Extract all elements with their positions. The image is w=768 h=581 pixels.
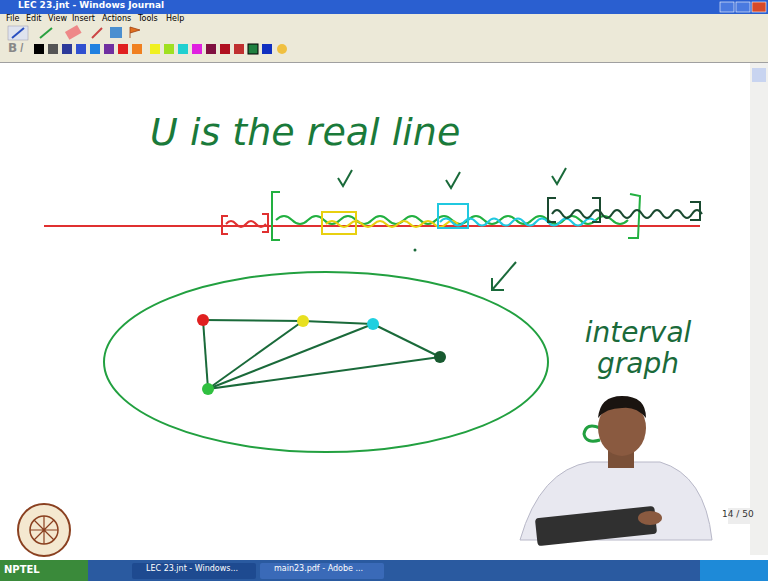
check-marks: [338, 168, 566, 188]
window-title: LEC 23.jnt - Windows Journal: [18, 1, 164, 11]
partial-handwriting: [584, 426, 600, 441]
page-counter: 14 / 50: [722, 510, 754, 520]
task-button: [260, 563, 384, 579]
menu-item: Tools: [138, 15, 158, 24]
brand-name: NPTEL: [4, 564, 40, 575]
presenter: [520, 396, 712, 546]
menu-item: Insert: [72, 15, 95, 24]
title-bar: [0, 0, 768, 14]
minimize-button: [720, 2, 734, 12]
scroll-thumb: [752, 68, 766, 82]
graph-vertices: [197, 314, 446, 395]
color-palette: [34, 44, 287, 54]
menu-item: Help: [166, 15, 184, 24]
task-button: [132, 563, 256, 579]
red-interval: [222, 214, 268, 234]
stray-dot: [414, 249, 417, 252]
pointer-arrow: [492, 262, 516, 290]
side-note: interval graph: [568, 318, 708, 380]
menu-item: Actions: [102, 15, 131, 24]
cyan-interval: [438, 204, 596, 228]
bold-button: B: [8, 42, 17, 55]
interval-graph-edges: [203, 320, 440, 389]
menu-item: View: [48, 15, 67, 24]
heading-handwriting: U is the real line: [150, 112, 460, 154]
toolbar-area: [0, 14, 768, 62]
taskbar: [0, 560, 768, 581]
tool-icons: [8, 25, 140, 40]
maximize-button: [736, 2, 750, 12]
menu-item: Edit: [26, 15, 42, 24]
task-label: LEC 23.jnt - Windows...: [146, 565, 238, 574]
nptel-logo: [18, 504, 70, 556]
scroll-bar: [750, 63, 768, 555]
menu-item: File: [6, 15, 19, 24]
tray: [700, 560, 768, 581]
graph-outline: [104, 272, 548, 452]
italic-button: I: [20, 42, 24, 55]
start-area: [0, 560, 88, 581]
close-button: [752, 2, 766, 12]
task-label: main23.pdf - Adobe ...: [274, 565, 363, 574]
dark-interval: [548, 198, 702, 222]
